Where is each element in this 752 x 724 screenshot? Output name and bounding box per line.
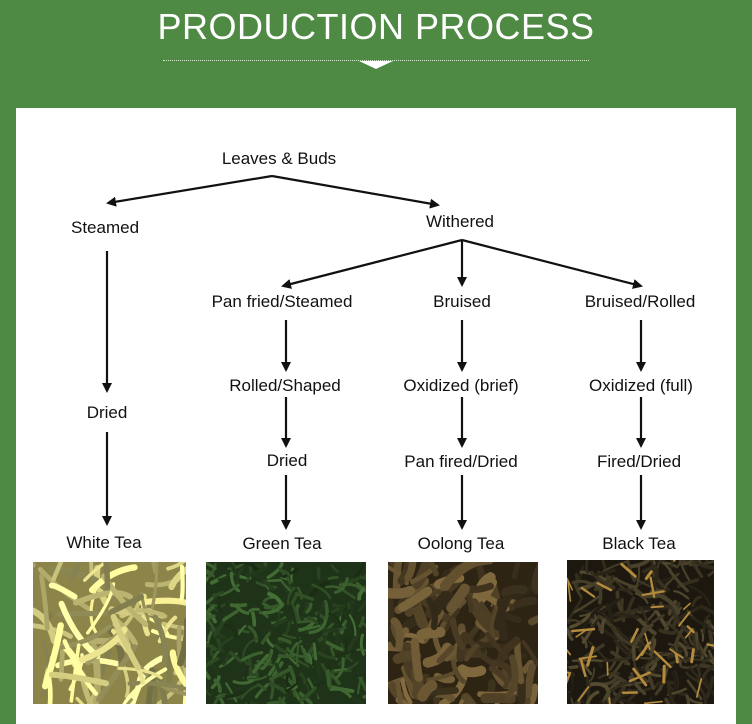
oolong-tea-image bbox=[388, 562, 538, 704]
node-green-tea: Green Tea bbox=[242, 534, 322, 553]
node-bruised: Bruised bbox=[433, 292, 491, 311]
green-tea-image bbox=[206, 562, 366, 704]
node-pan-fired-dried: Pan fired/Dried bbox=[404, 452, 518, 471]
node-leaves-buds: Leaves & Buds bbox=[221, 149, 337, 168]
node-bruised-rolled: Bruised/Rolled bbox=[584, 292, 696, 311]
header-banner: PRODUCTION PROCESS bbox=[0, 0, 752, 108]
dotted-divider bbox=[163, 60, 589, 61]
node-oxidized-full: Oxidized (full) bbox=[589, 376, 693, 395]
arrow-root-to-withered bbox=[271, 174, 440, 209]
node-fired-dried: Fired/Dried bbox=[596, 452, 682, 471]
node-white-tea: White Tea bbox=[66, 533, 142, 552]
node-oxidized-brief: Oxidized (brief) bbox=[403, 376, 519, 395]
node-green-dried: Dried bbox=[266, 451, 308, 470]
arrow-withered-to-bruised-rolled bbox=[461, 238, 643, 289]
white-tea-image bbox=[33, 562, 186, 704]
node-steamed: Steamed bbox=[70, 218, 140, 237]
node-oolong-tea: Oolong Tea bbox=[417, 534, 505, 553]
node-pan-fried-steamed: Pan fried/Steamed bbox=[211, 292, 353, 311]
node-withered: Withered bbox=[425, 212, 495, 231]
arrow-withered-to-pan-fried bbox=[281, 238, 463, 289]
node-black-tea: Black Tea bbox=[602, 534, 676, 553]
arrow-root-to-steamed bbox=[106, 174, 273, 207]
page-title: PRODUCTION PROCESS bbox=[157, 6, 595, 47]
black-tea-image bbox=[567, 560, 714, 704]
node-white-dried: Dried bbox=[86, 403, 128, 422]
down-pointer-icon bbox=[359, 61, 393, 69]
node-rolled-shaped: Rolled/Shaped bbox=[229, 376, 341, 395]
